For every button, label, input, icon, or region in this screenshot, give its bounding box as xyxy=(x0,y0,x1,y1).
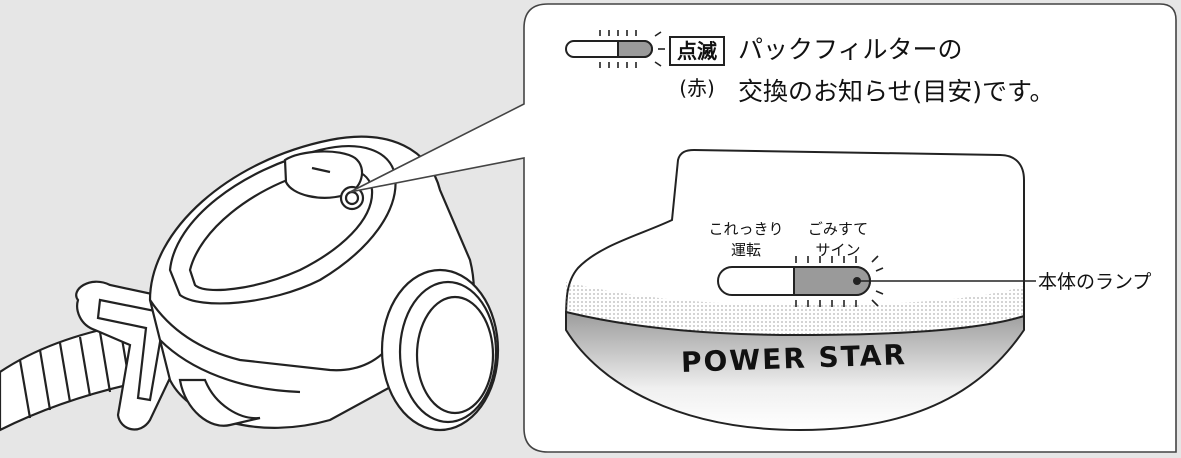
badge-blink-text: 点滅 xyxy=(677,39,717,63)
callout-label: 本体のランプ xyxy=(1038,271,1151,293)
brand-logo-text: POWER STAR xyxy=(680,338,907,379)
blink-marks-icon xyxy=(599,30,665,68)
label-right-line1: ごみすて xyxy=(808,220,868,238)
label-left-line2: 運転 xyxy=(731,241,761,259)
badge-red-text: (赤) xyxy=(679,76,715,100)
rear-wheel xyxy=(380,268,500,432)
control-panel-enlarged: POWER STAR xyxy=(564,148,1025,432)
hose xyxy=(0,320,152,432)
panel-lamp xyxy=(717,255,884,307)
legend-line-2: 交換のお知らせ(目安)です。 xyxy=(738,77,1055,106)
legend-line-1: パックフィルターの xyxy=(738,35,963,64)
lamp-panel-on-unit xyxy=(283,150,364,199)
blink-badge: 点滅 xyxy=(669,36,725,66)
brand-band xyxy=(565,310,1025,432)
lamp-dot-icon xyxy=(853,277,861,285)
panel-blink-marks-icon xyxy=(795,255,884,307)
legend-lamp-indicator xyxy=(565,30,665,68)
label-left-line1: これっきり xyxy=(708,220,783,238)
vacuum-cleaner-illustration xyxy=(0,135,500,432)
label-right-line2: サイン xyxy=(815,241,860,259)
